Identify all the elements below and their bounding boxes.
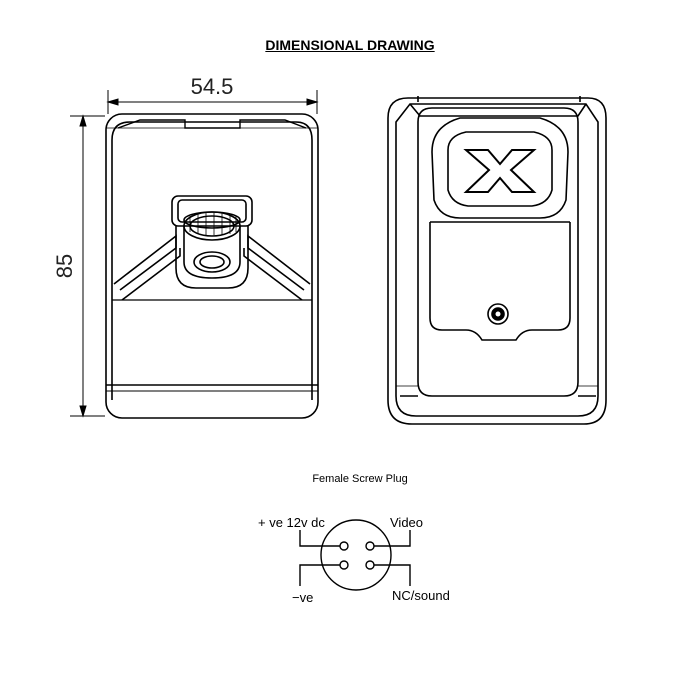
connector-caption: Female Screw Plug [312,473,407,485]
x-logo-icon [463,149,537,193]
connector-diagram [299,519,411,591]
pin-label-positive: + ve 12v dc [258,515,325,530]
width-dimension-label: 54.5 [191,74,234,99]
front-view [105,113,319,419]
pin-label-video: Video [390,515,423,530]
pin-label-negative: −ve [292,590,313,605]
height-dimension [70,114,105,418]
height-dimension-label: 85 [52,254,77,278]
drawing-title: DIMENSIONAL DRAWING [265,37,435,53]
width-dimension [106,90,319,114]
rear-view [387,96,607,425]
pin-label-nc-sound: NC/sound [392,588,450,603]
